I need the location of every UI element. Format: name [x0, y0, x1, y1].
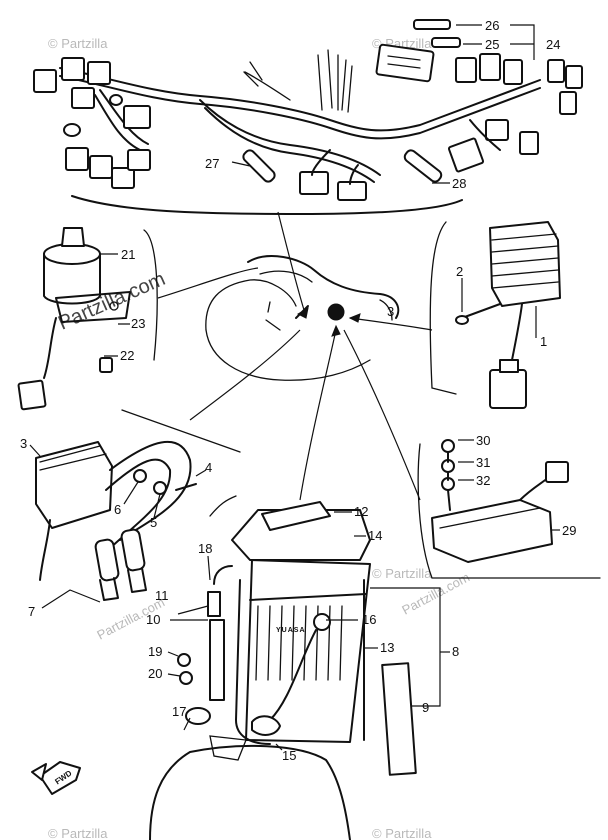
watermark-corner: © Partzilla [48, 36, 108, 51]
callout-5: 5 [150, 515, 157, 530]
callout-labels: 26 25 24 27 28 21 2 23 22 1 3 30 31 32 4… [20, 18, 576, 763]
cdi-unit-29 [431, 439, 569, 563]
callout-21: 21 [121, 247, 135, 262]
main-switch-21 [17, 227, 131, 411]
callout-25: 25 [485, 37, 499, 52]
callout-7: 7 [28, 604, 35, 619]
watermark-corner: © Partzilla [372, 826, 432, 840]
leaders-top [231, 24, 535, 184]
callout-15: 15 [282, 748, 296, 763]
callout-10: 10 [146, 612, 160, 627]
callout-22: 22 [120, 348, 134, 363]
callout-28: 28 [452, 176, 466, 191]
callout-3b: 3 [387, 304, 394, 319]
callout-29: 29 [562, 523, 576, 538]
callout-18: 18 [198, 541, 212, 556]
watermark-main: Partzilla.com [55, 268, 169, 335]
group-brackets [121, 221, 601, 579]
callout-27: 27 [205, 156, 219, 171]
callout-24: 24 [546, 37, 560, 52]
callout-30: 30 [476, 433, 490, 448]
callout-19: 19 [148, 644, 162, 659]
callout-16: 16 [362, 612, 376, 627]
fwd-arrow: FWD [31, 761, 81, 795]
callout-9: 9 [422, 700, 429, 715]
callout-12: 12 [354, 504, 368, 519]
callout-8: 8 [452, 644, 459, 659]
battery-brand: YUASA [276, 627, 306, 634]
rectifier-regulator-1 [455, 221, 561, 409]
callout-4: 4 [205, 460, 212, 475]
callout-14: 14 [368, 528, 382, 543]
assembly-arrows [157, 211, 433, 501]
callout-32: 32 [476, 473, 490, 488]
callout-11: 11 [155, 588, 169, 603]
wire-harness [33, 19, 583, 215]
callout-26: 26 [485, 18, 499, 33]
watermark-corner: © Partzilla [48, 826, 108, 840]
battery-assembly: YUASA [149, 501, 450, 840]
callout-31: 31 [476, 455, 490, 470]
callout-20: 20 [148, 666, 162, 681]
watermark-corner: © Partzilla [372, 566, 432, 581]
callout-2: 2 [456, 264, 463, 279]
callout-17: 17 [172, 704, 186, 719]
frame-outline [205, 255, 400, 381]
ignition-coil-3 [29, 441, 207, 609]
callout-23: 23 [131, 316, 145, 331]
callout-6: 6 [114, 502, 121, 517]
callout-1: 1 [540, 334, 547, 349]
callout-3: 3 [20, 436, 27, 451]
callout-13: 13 [380, 640, 394, 655]
